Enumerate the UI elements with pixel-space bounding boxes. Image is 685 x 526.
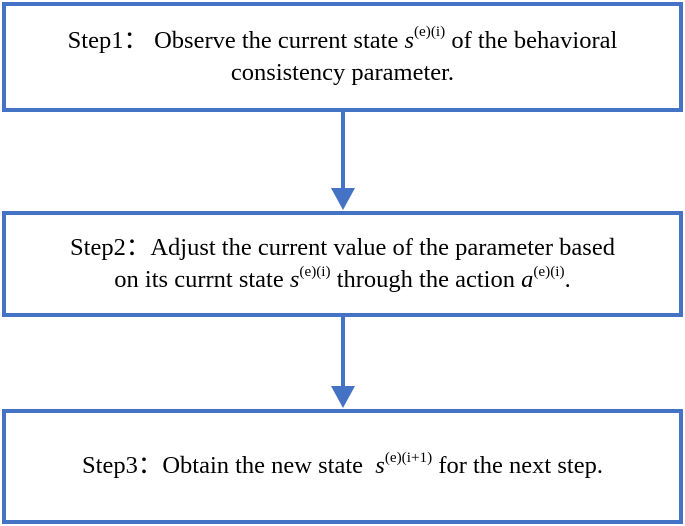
step1-suffix: of the behavioral [445, 26, 618, 54]
step3-line1: Step3：Obtain the new state s(e)(i+1) for… [82, 450, 603, 482]
state-symbol: s [289, 266, 300, 293]
step1-text: Step1： Observe the current state s(e)(i)… [67, 23, 618, 90]
step3-suffix: for the next step. [432, 452, 603, 480]
state-superscript: (e)(i+1) [384, 448, 433, 466]
step3-box: Step3：Obtain the new state s(e)(i+1) for… [2, 409, 683, 524]
step2-suffix: . [564, 266, 571, 293]
step3-text: Step3：Obtain the new state s(e)(i+1) for… [82, 450, 603, 482]
step2-box: Step2：Adjust the current value of the pa… [2, 211, 683, 317]
step1-line2: consistency parameter. [230, 59, 455, 86]
step1-prefix: Step1： Observe the current state [67, 26, 405, 54]
action-symbol: a [521, 266, 534, 293]
action-superscript: (e)(i) [533, 262, 565, 280]
arrowhead-step3 [331, 386, 355, 408]
arrowhead-step2 [331, 188, 355, 210]
step3-prefix: Step3：Obtain the new state [82, 452, 376, 480]
state-superscript: (e)(i) [414, 23, 446, 41]
state-symbol: s [375, 452, 385, 480]
step2-mid: through the action [330, 266, 522, 293]
step1-box: Step1： Observe the current state s(e)(i)… [2, 2, 683, 112]
state-symbol: s [404, 26, 414, 54]
state-superscript: (e)(i) [299, 262, 331, 280]
step2-prefix: on its currnt state [114, 266, 290, 293]
step1-line1: Step1： Observe the current state s(e)(i)… [67, 23, 618, 57]
step2-text: Step2：Adjust the current value of the pa… [70, 232, 615, 297]
step2-line2: on its currnt state s(e)(i) through the … [70, 262, 615, 296]
step2-line1: Step2：Adjust the current value of the pa… [70, 233, 615, 261]
